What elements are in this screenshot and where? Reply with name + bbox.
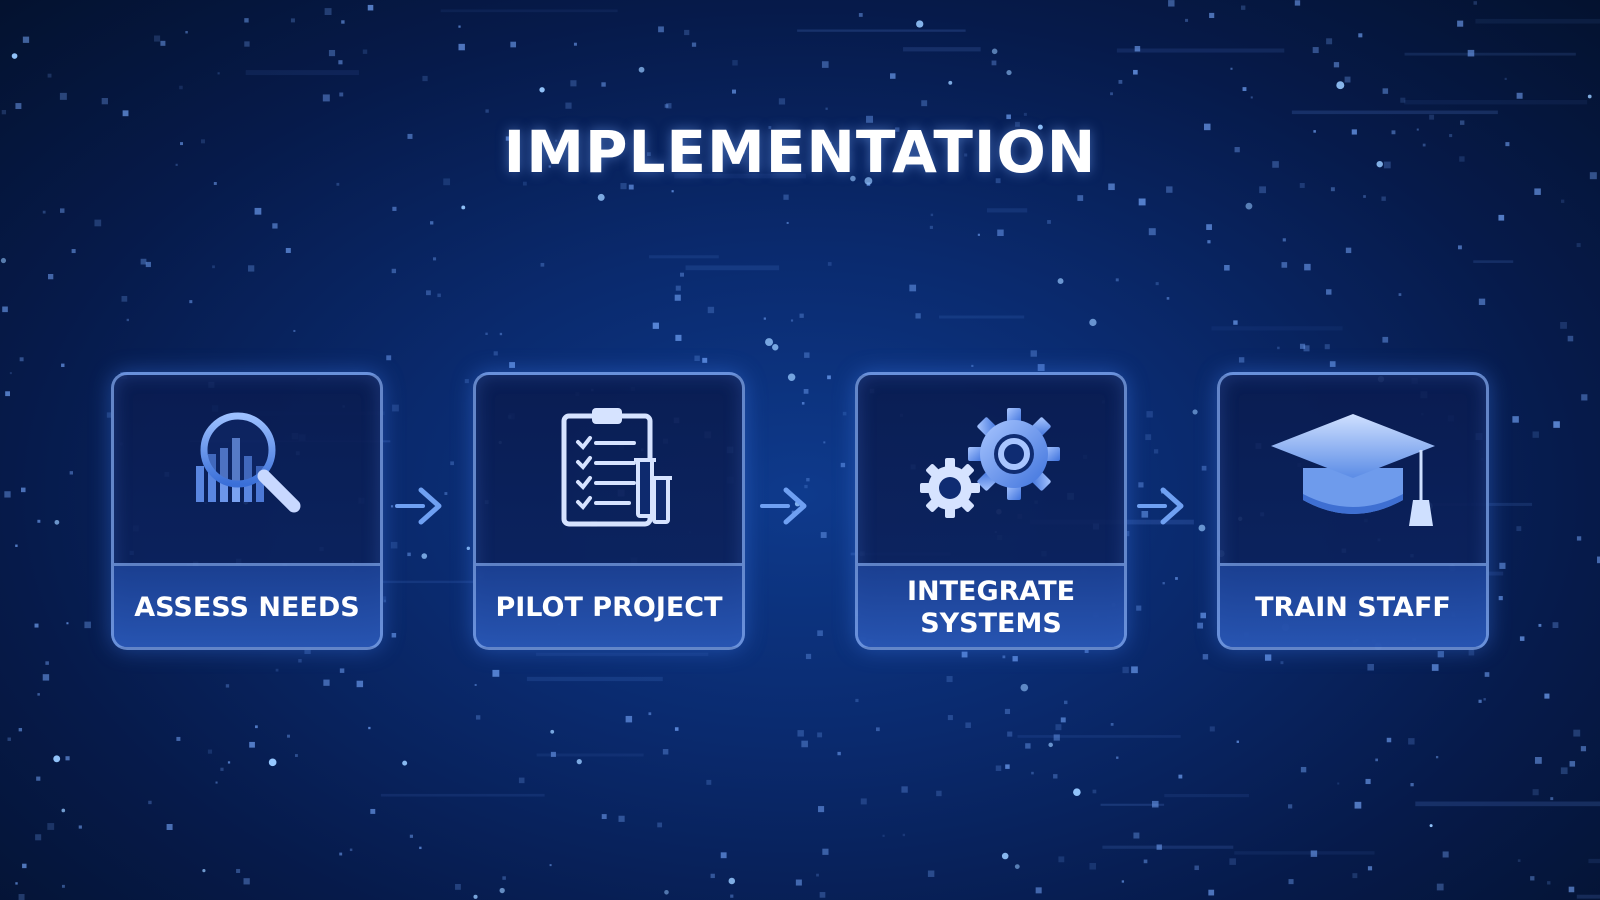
gears-icon: [858, 375, 1124, 563]
step-card-integrate-systems: INTEGRATE SYSTEMS: [855, 372, 1127, 650]
step-label: ASSESS NEEDS: [114, 566, 380, 647]
card-divider: [114, 563, 380, 566]
card-divider: [858, 563, 1124, 566]
step-card-train-staff: TRAIN STAFF: [1217, 372, 1489, 650]
card-divider: [476, 563, 742, 566]
arrow-right-icon: [760, 487, 807, 525]
step-card-assess-needs: ASSESS NEEDS: [111, 372, 383, 650]
page-title: IMPLEMENTATION: [503, 118, 1097, 186]
magnifier-chart-icon: [114, 375, 380, 563]
step-card-pilot-project: PILOT PROJECT: [473, 372, 745, 650]
step-label: PILOT PROJECT: [476, 566, 742, 647]
clipboard-checklist-icon: [476, 375, 742, 563]
graduation-cap-icon: [1220, 375, 1486, 563]
step-label: TRAIN STAFF: [1220, 566, 1486, 647]
step-label: INTEGRATE SYSTEMS: [858, 566, 1124, 647]
arrow-right-icon: [1137, 487, 1184, 525]
card-divider: [1220, 563, 1486, 566]
arrow-right-icon: [395, 487, 442, 525]
